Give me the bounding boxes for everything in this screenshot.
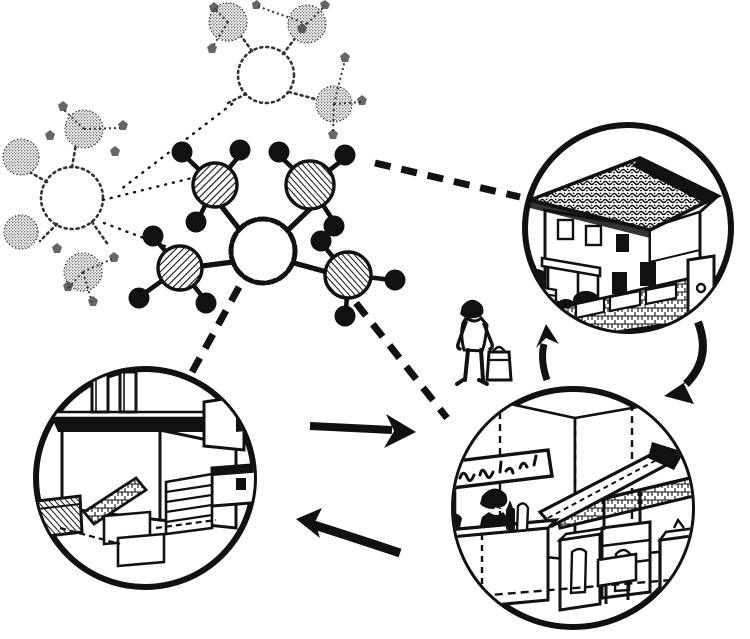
arrow-shop-to-house — [536, 324, 559, 382]
network-diagram — [128, 139, 406, 327]
satellite-molecule-bottom-right — [323, 250, 373, 300]
connector-ghost-left — [101, 173, 206, 253]
arrow-factory-to-shop — [309, 414, 416, 448]
arrow-shop-to-factory — [296, 508, 402, 558]
satellite-molecule-top-left — [191, 161, 239, 209]
connector-network-to-factory — [182, 285, 243, 385]
satellite-molecule-top-right — [284, 159, 336, 211]
shopper-figure — [455, 299, 513, 386]
ghost-network-left — [2, 101, 128, 306]
network-hub — [228, 216, 298, 286]
atom-dots — [128, 139, 406, 327]
connector-network-to-shop — [353, 300, 450, 421]
arrow-house-to-shop — [664, 320, 707, 404]
connector-ghost-top — [118, 102, 234, 192]
house-scene — [522, 122, 734, 334]
shop-sign — [454, 448, 554, 490]
ghost-network-top — [207, 0, 367, 139]
satellite-molecule-bottom-left — [156, 244, 204, 292]
